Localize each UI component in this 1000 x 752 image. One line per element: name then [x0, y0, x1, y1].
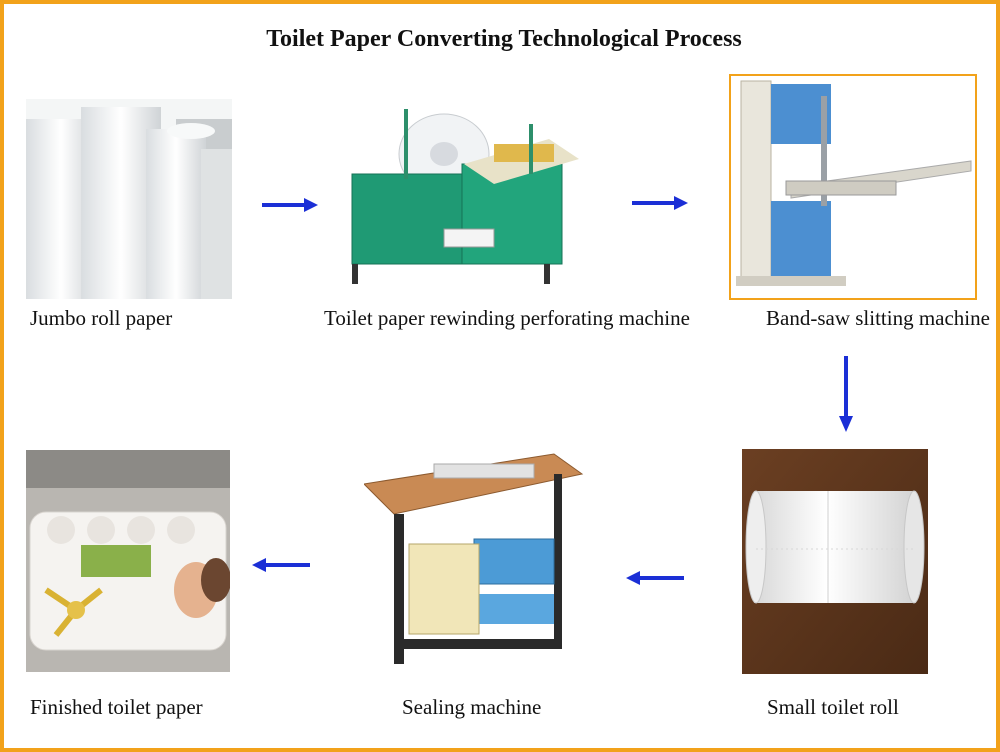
diagram-title: Toilet Paper Converting Technological Pr… — [266, 26, 742, 52]
label-small-roll: Small toilet roll — [767, 695, 899, 719]
label-rewinding-machine: Toilet paper rewinding perforating machi… — [324, 306, 690, 330]
arrow-left-1 — [626, 571, 684, 585]
finished-paper-photo — [26, 450, 230, 672]
label-band-saw: Band-saw slitting machine — [766, 306, 990, 330]
arrow-right-2 — [632, 196, 688, 210]
rewinding-machine-photo — [344, 104, 594, 294]
label-jumbo-roll: Jumbo roll paper — [30, 306, 173, 330]
arrow-left-2 — [252, 558, 310, 572]
small-roll-photo — [742, 449, 928, 674]
label-finished-paper: Finished toilet paper — [30, 695, 203, 719]
arrow-right-1 — [262, 198, 318, 212]
sealing-machine-photo — [364, 444, 584, 674]
arrow-down — [839, 356, 853, 432]
jumbo-roll-photo — [26, 99, 232, 299]
label-sealing-machine: Sealing machine — [402, 695, 542, 719]
band-saw-photo — [729, 74, 977, 300]
